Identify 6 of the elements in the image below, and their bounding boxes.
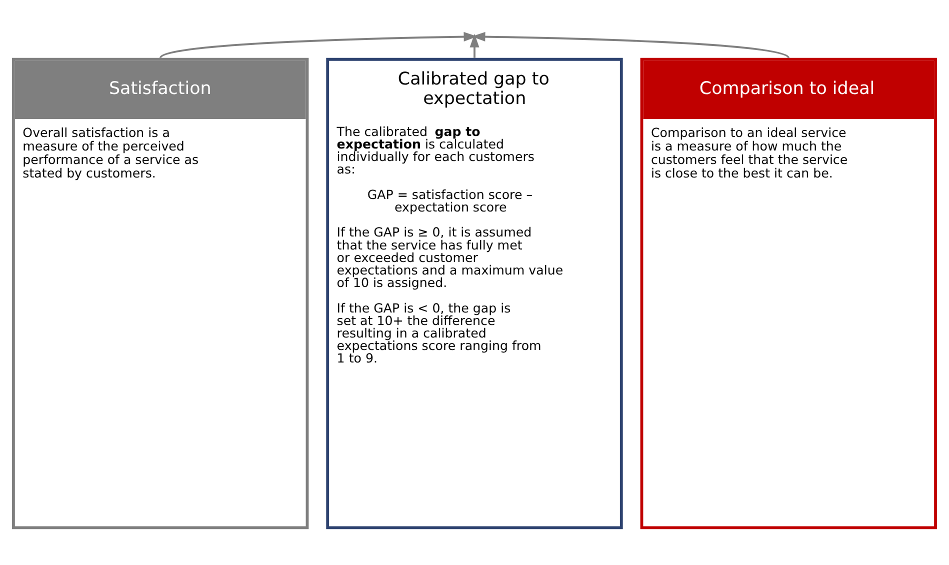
arrow xyxy=(472,32,790,59)
node-box: Calibrated gap to expectation The calibrated gap to expectation is calculated individually for each customers as: GAP = satisfaction score – expectation score If the GAP is ≥ 0, it is assumed that the service has fully met or exceeded customer expectations and a maximum value of 10 is assigned. If the GAP is < 0, the gap is set at 10+ the difference resulting in a calibrated expectations score ranging from 1 to 9. xyxy=(326,58,623,530)
node-box: Satisfaction Overall satisfaction is a measure of the perceived performance of a service as stated by customers. xyxy=(12,58,309,530)
node-box: Comparison to ideal Comparison to an ideal service is a measure of how much the customers feel that the service is close to the best it can be. xyxy=(640,58,937,530)
arrow xyxy=(470,34,480,58)
arrow xyxy=(160,32,478,59)
